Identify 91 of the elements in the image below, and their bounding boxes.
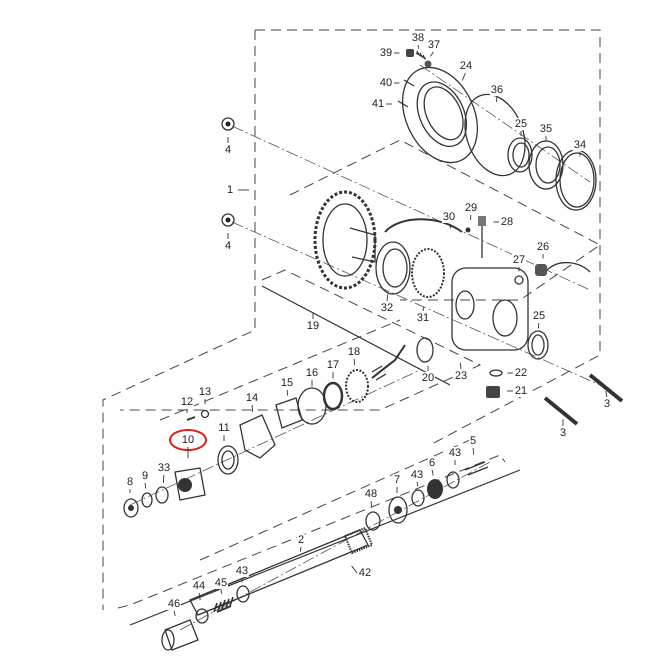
callout-number: 45: [214, 577, 228, 589]
callout-number: 21: [514, 385, 528, 397]
leader-line: [370, 500, 372, 508]
callout-number: 3: [602, 398, 612, 410]
leader-line: [520, 130, 522, 136]
callout-number: 27: [512, 254, 526, 266]
leader-line: [162, 474, 164, 484]
leader-line: [300, 546, 302, 552]
callout-number: 39: [378, 47, 394, 59]
leader-line: [198, 592, 201, 601]
callout-number: 11: [217, 422, 231, 434]
callout-number: 29: [464, 202, 478, 214]
callout-number: 1: [226, 184, 234, 196]
leader-line: [286, 390, 288, 396]
callout-number: 32: [380, 302, 394, 314]
leader-line: [332, 372, 334, 380]
callout-number: 6: [428, 457, 436, 469]
leader-line: [220, 590, 222, 594]
leader-line: [470, 214, 472, 220]
callout-number: 46: [166, 598, 182, 610]
callout-number: 48: [364, 488, 378, 500]
callout-number: 17: [326, 359, 340, 371]
callout-number: 44: [192, 580, 206, 592]
leader-line: [496, 96, 498, 102]
leader-line: [472, 448, 474, 456]
callout-number: 18: [346, 346, 362, 358]
callout-number: 22: [514, 367, 528, 379]
leader-line: [506, 390, 514, 392]
leader-line: [394, 52, 400, 54]
callout-number: 25: [532, 310, 546, 322]
leader-line: [354, 358, 356, 366]
callout-number: 13: [198, 386, 212, 398]
leader-line: [312, 312, 314, 320]
leader-line: [507, 372, 514, 374]
callout-number: 4: [224, 240, 232, 252]
callout-number: 19: [306, 320, 320, 332]
callout-number: 30: [442, 211, 456, 223]
callout-number: 5: [468, 435, 478, 447]
callout-number: 43: [410, 469, 424, 481]
leader-line: [462, 72, 466, 81]
callout-number: 16: [304, 367, 320, 379]
callout-number: 25: [514, 118, 528, 130]
callout-number: 20: [420, 372, 436, 384]
callout-number: 3: [558, 427, 568, 439]
leader-line: [430, 52, 434, 57]
callout-number: 36: [490, 84, 504, 96]
callout-number: 2: [296, 534, 306, 546]
leader-line: [416, 482, 418, 487]
callout-number: 41: [370, 98, 386, 110]
callout-number: 40: [378, 77, 394, 89]
leader-line: [454, 460, 456, 466]
leader-line: [432, 470, 434, 476]
callout-number: 10: [180, 434, 196, 446]
callout-number: 12: [180, 396, 194, 408]
leader-line: [460, 362, 462, 370]
callout-number: 43: [448, 447, 462, 459]
callout-number: 15: [280, 377, 294, 389]
callout-number: 37: [426, 39, 442, 51]
callout-number: 26: [536, 241, 550, 253]
callout-number: 38: [410, 32, 426, 44]
callout-number: 7: [392, 474, 402, 486]
callout-number: 28: [500, 216, 514, 228]
callout-number: 35: [538, 123, 554, 135]
leader-line: [418, 44, 420, 50]
leader-line: [252, 404, 254, 413]
callout-number: 24: [458, 60, 474, 72]
leader-line: [605, 390, 608, 398]
callout-number: 4: [224, 144, 232, 156]
callout-number: 31: [416, 312, 430, 324]
leader-line: [562, 418, 564, 426]
leader-line: [186, 408, 188, 414]
leader-line: [538, 322, 540, 329]
leader-line: [422, 306, 424, 312]
callout-number: 9: [140, 470, 150, 482]
leader-line: [351, 565, 358, 574]
leader-line: [396, 486, 398, 494]
callout-number: 43: [234, 565, 250, 577]
callout-number: 8: [126, 476, 134, 488]
callout-number: 34: [572, 139, 588, 151]
leader-line: [204, 398, 206, 404]
callout-number: 33: [156, 462, 172, 474]
leader-line: [386, 294, 388, 302]
leader-line: [448, 224, 452, 229]
callout-number: 23: [454, 370, 468, 382]
callout-number: 42: [358, 567, 372, 579]
leader-line: [542, 254, 544, 259]
leader-line: [144, 482, 146, 489]
callout-number: 14: [244, 392, 260, 404]
leader-line: [518, 266, 520, 272]
leader-line: [174, 610, 176, 616]
leader-line: [394, 82, 400, 84]
